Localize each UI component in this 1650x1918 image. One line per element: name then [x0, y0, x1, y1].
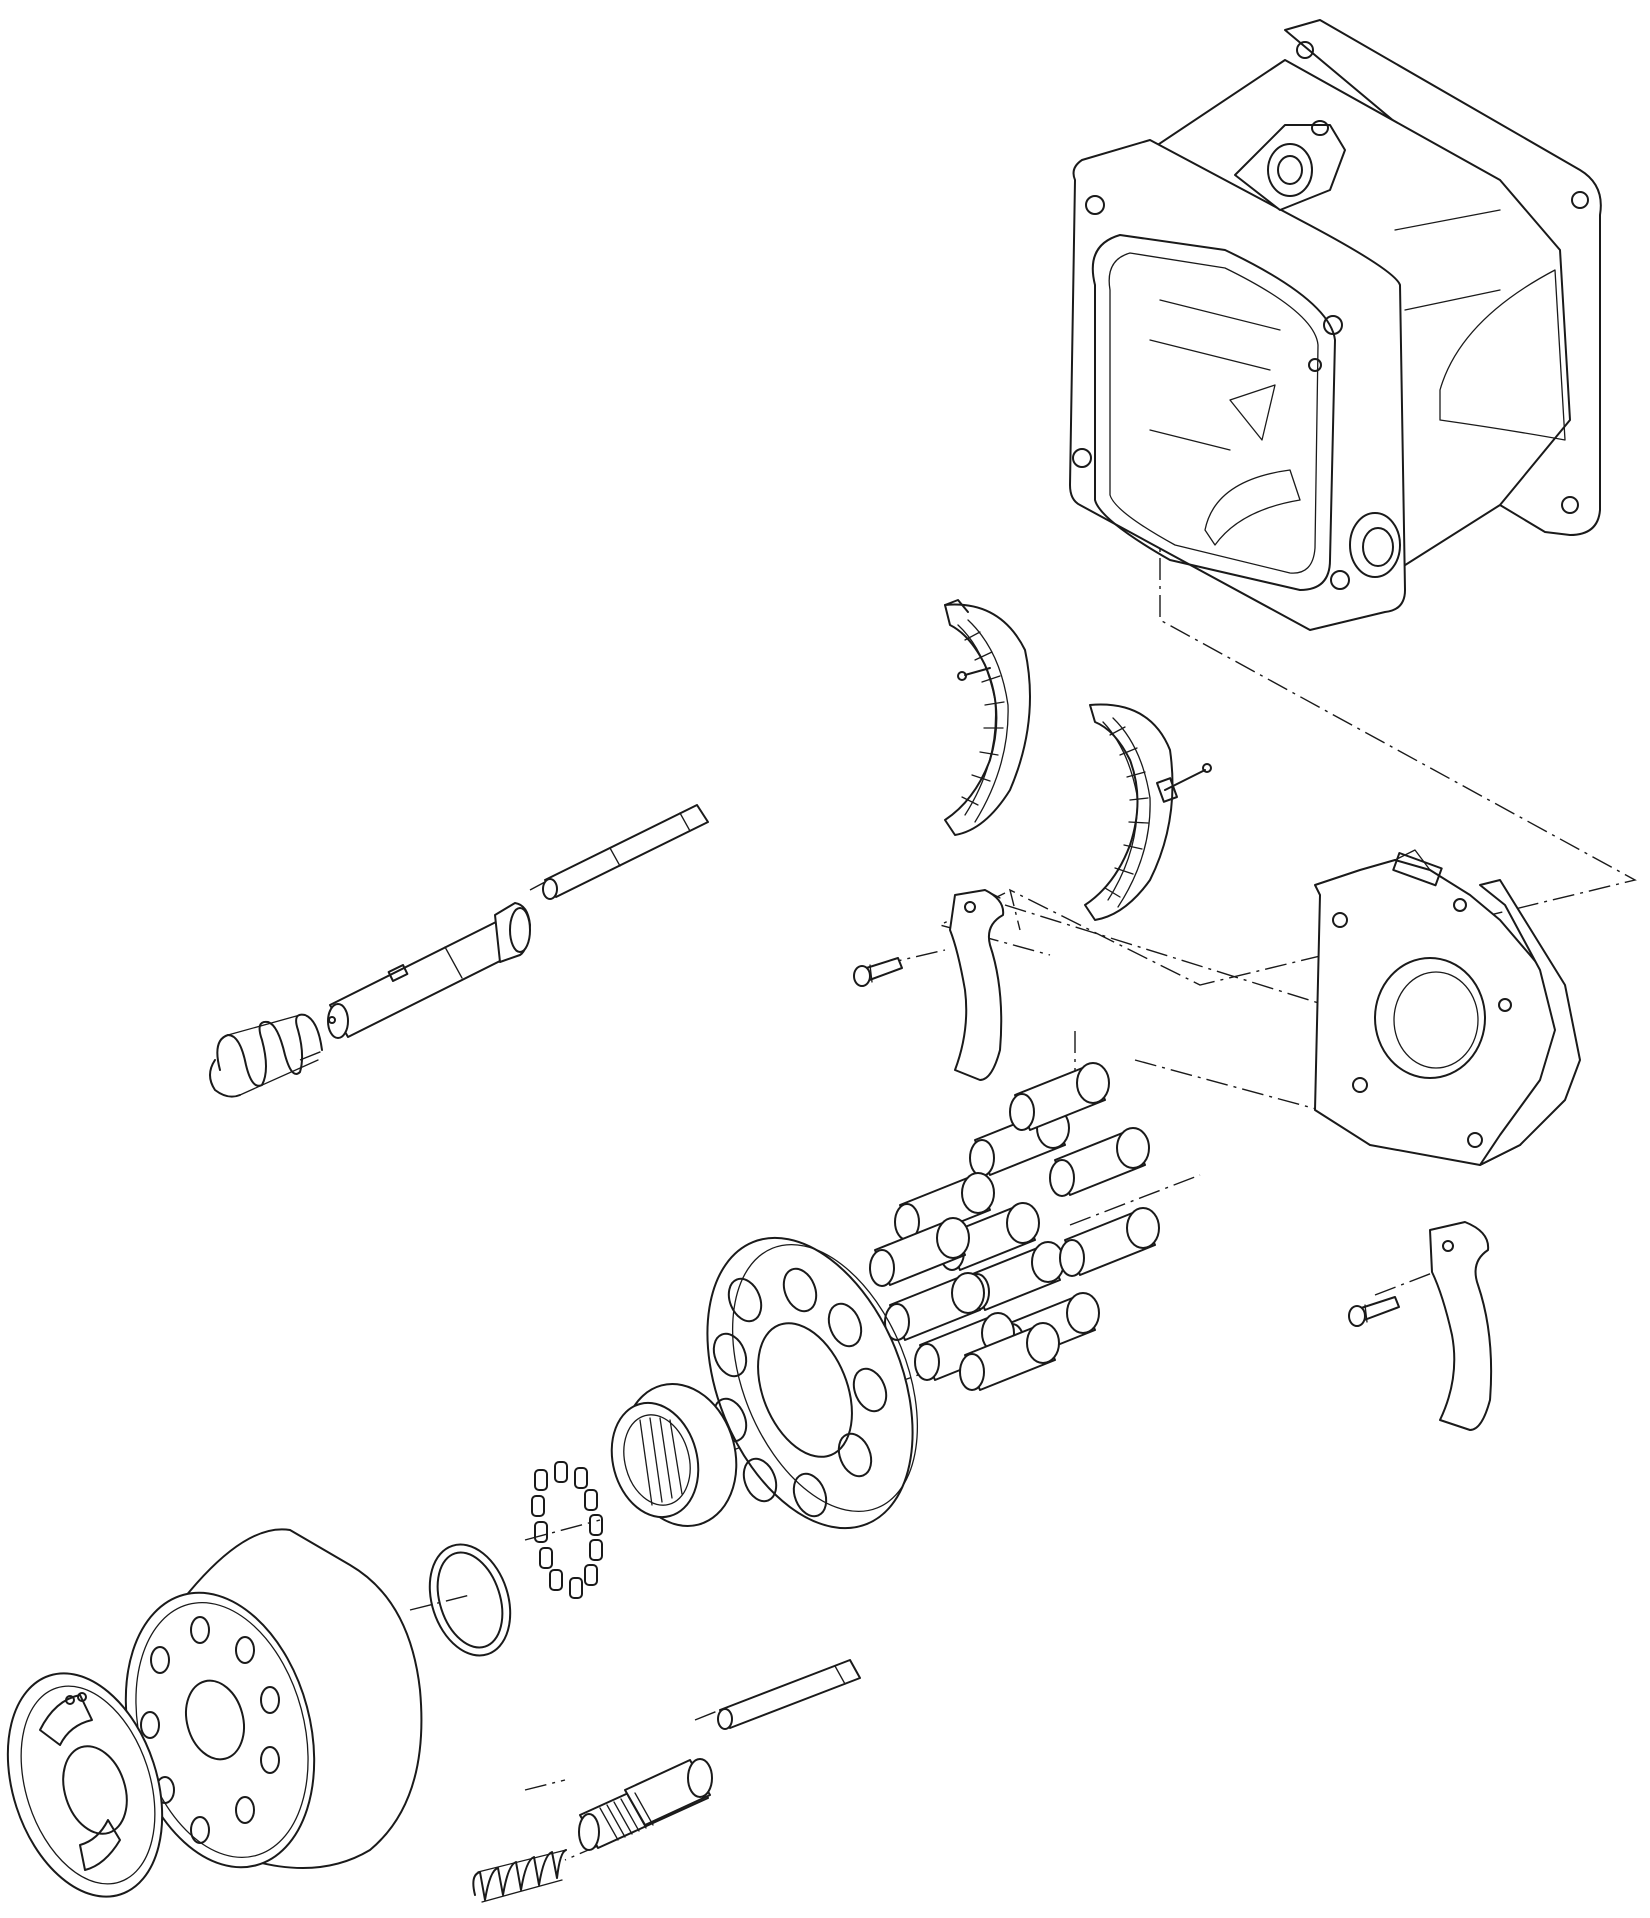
servo-pin-upper [542, 804, 709, 900]
housing [1069, 19, 1602, 631]
piston-group [869, 1062, 1160, 1391]
cylinder-block [124, 1528, 423, 1869]
snap-ring [428, 1543, 512, 1657]
retainer-screw-lower [1348, 1296, 1400, 1327]
swash-bearing-upper [944, 599, 1031, 836]
ball-guide [610, 1383, 738, 1527]
servo-spring-lower [472, 1849, 567, 1903]
servo-piston-upper [327, 902, 531, 1039]
bearing-retainer-lower [1429, 1221, 1493, 1431]
slipper-retainer [706, 1236, 919, 1530]
retainer-screw-upper [853, 957, 903, 987]
block-spring-set [531, 1461, 603, 1599]
servo-pin-lower [717, 1659, 861, 1730]
servo-piston-lower [578, 1758, 713, 1851]
servo-spring-upper [209, 1013, 323, 1098]
swash-bearing-lower [1084, 703, 1212, 921]
valve-plate [6, 1672, 164, 1898]
end-plate [1314, 849, 1581, 1166]
bearing-retainer-upper [949, 889, 1005, 1081]
